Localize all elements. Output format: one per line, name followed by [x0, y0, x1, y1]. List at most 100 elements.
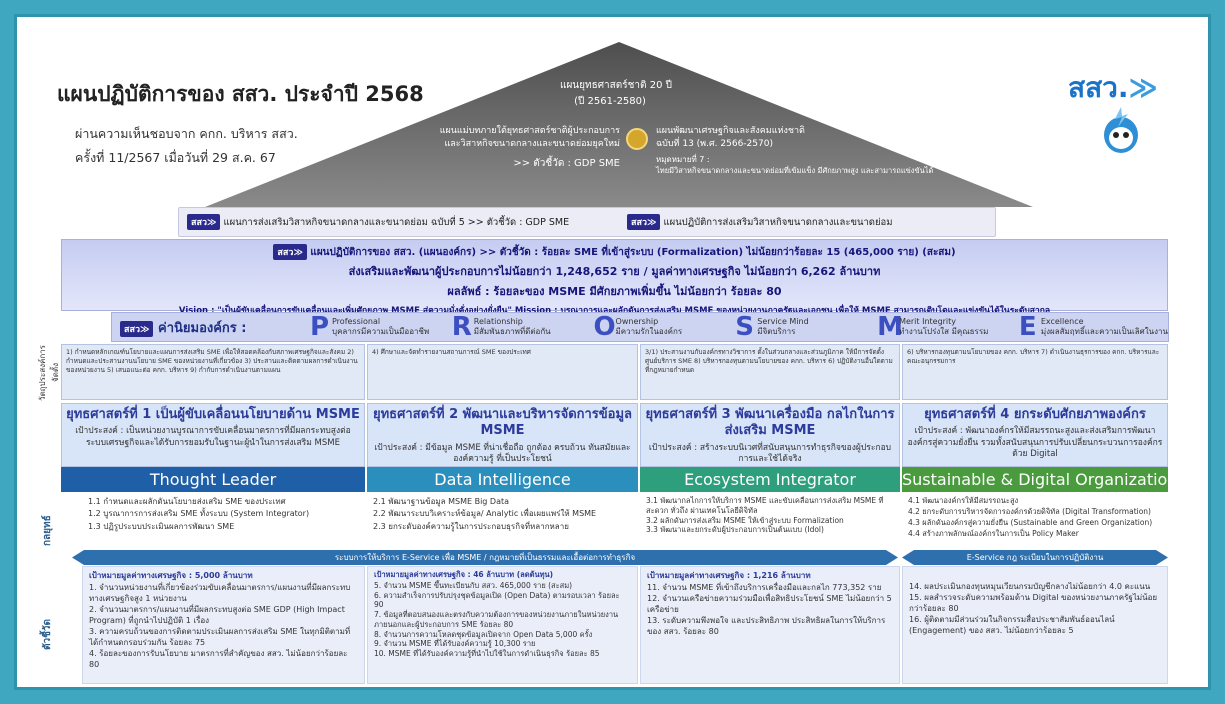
- indicator-target: เป้าหมายมูลค่าทางเศรษฐกิจ : 46 ล้านบาท (…: [374, 570, 554, 579]
- indicator-item: 10. MSME ที่ได้รับองค์ความรู้ที่นำไปใช้ใ…: [374, 649, 600, 658]
- plan-item: 3.2 ผลักดันการส่งเสริม MSME ให้เข้าสู่ระ…: [646, 515, 844, 525]
- beam-right: สสว≫ แผนปฏิบัติการส่งเสริมวิสาหกิจขนาดกล…: [627, 214, 893, 230]
- indicator-item: 8. จำนวนการความโหลดชุดข้อมูลเปิดจาก Open…: [374, 629, 593, 639]
- strategy-purpose: เป้าประสงค์ : เป็นหน่วยงานบูรณาการขับเคล…: [75, 426, 351, 448]
- value-en: Merit Integrity: [899, 317, 957, 327]
- roof-right-1: แผนพัฒนาเศรษฐกิจและสังคมแห่งชาติ: [656, 126, 805, 136]
- strategy-title: ยุทธศาสตร์ที่ 1 เป็นผู้ขับเคลื่อนนโยบายด…: [66, 407, 360, 422]
- value-letter: M: [877, 312, 903, 342]
- value-en: Professional: [332, 317, 381, 327]
- value-en: Relationship: [473, 317, 523, 327]
- indicator-box-4: 14. ผลประเมินกองทุนหมุนเวียนกรมบัญชีกลาง…: [902, 566, 1168, 684]
- plan-list-4: 4.1 พัฒนาองค์กรให้มีสมรรถนะสูง 4.2 ยกระด…: [902, 496, 1168, 548]
- beam-tag-right: สสว≫: [627, 214, 661, 230]
- band-tag: สสว≫: [273, 244, 307, 260]
- indicator-item: 3. ความครบถ้วนของการติดตามประเมินผลการส่…: [89, 627, 351, 648]
- value-th: บุคลากรมีความเป็นมืออาชีพ: [332, 327, 430, 336]
- side-plans: กลยุทธ์: [42, 515, 53, 546]
- value-en: Ownership: [615, 317, 659, 327]
- eservice-arrow-left: ระบบการให้บริการ E-Service เพื่อ MSME / …: [72, 550, 898, 565]
- beam: สสว≫ แผนการส่งเสริมวิสาหกิจขนาดกลางและขน…: [178, 207, 996, 237]
- strategy-3: ยุทธศาสตร์ที่ 3 พัฒนาเครื่องมือ กลไกในกา…: [640, 403, 900, 467]
- value-th: ทำงานโปร่งใส มีคุณธรรม: [899, 327, 989, 336]
- value-letter: E: [1018, 312, 1037, 342]
- beam-right-text: แผนปฏิบัติการส่งเสริมวิสาหกิจขนาดกลางและ…: [663, 217, 893, 228]
- plan-item: 3.1 พัฒนากลไกการให้บริการ MSME และขับเคล…: [646, 496, 884, 515]
- roof-top: แผนยุทธศาสตร์ชาติ 20 ปี (ปี 2561-2580): [560, 78, 672, 110]
- band-line-1: สสว≫ แผนปฏิบัติการของ สสว. (แผนองค์กร) >…: [62, 244, 1167, 260]
- strategy-1: ยุทธศาสตร์ที่ 1 เป็นผู้ขับเคลื่อนนโยบายด…: [61, 403, 365, 467]
- band-line-2: ส่งเสริมและพัฒนาผู้ประกอบการไม่น้อยกว่า …: [348, 265, 881, 278]
- seal-icon: [626, 128, 648, 150]
- roof-left-1: แผนแม่บทภายใต้ยุทธศาสตร์ชาติผู้ประกอบการ: [439, 126, 620, 136]
- indicator-target: เป้าหมายมูลค่าทางเศรษฐกิจ : 1,216 ล้านบา…: [647, 571, 811, 580]
- plan-item: 2.3 ยกระดับองค์ความรู้ในการประกอบธุรกิจท…: [373, 521, 569, 531]
- value-letter: R: [451, 312, 472, 342]
- mascot-icon: [1098, 105, 1144, 157]
- eservice-arrow-right: E-Service กฎ ระเบียบในการปฏิบัติงาน: [902, 550, 1168, 565]
- logo: สสว.≫: [1068, 66, 1158, 110]
- roof-line-1: แผนยุทธศาสตร์ชาติ 20 ปี: [560, 80, 672, 91]
- indicator-box-2: เป้าหมายมูลค่าทางเศรษฐกิจ : 46 ล้านบาท (…: [367, 566, 638, 684]
- beam-left-text: แผนการส่งเสริมวิสาหกิจขนาดกลางและขนาดย่อ…: [223, 217, 570, 228]
- indicator-box-3: เป้าหมายมูลค่าทางเศรษฐกิจ : 1,216 ล้านบา…: [640, 566, 900, 684]
- logo-arrows-icon: ≫: [1128, 71, 1158, 104]
- value-th: มีสัมพันธภาพที่ดีต่อกัน: [473, 327, 551, 336]
- strategy-4: ยุทธศาสตร์ที่ 4 ยกระดับศักยภาพองค์กร เป้…: [902, 403, 1168, 467]
- indicator-item: 9. จำนวน MSME ที่ได้รับองค์ความรู้ 10,30…: [374, 639, 536, 649]
- roof-right-3: หมุดหมายที่ 7 :: [656, 155, 710, 165]
- page-subtitle-1: ผ่านความเห็นชอบจาก คกก. บริหาร สสว.: [75, 126, 298, 141]
- plan-item: 2.2 พัฒนาระบบวิเคราะห์ข้อมูล/ Analytic เ…: [373, 509, 597, 519]
- roof-left: แผนแม่บทภายใต้ยุทธศาสตร์ชาติผู้ประกอบการ…: [400, 125, 620, 172]
- roof-right-2: ฉบับที่ 13 (พ.ศ. 2566-2570): [656, 139, 773, 150]
- indicator-item: 7. ข้อมูลที่ตอบสนองและตรงกับความต้องการข…: [374, 610, 619, 629]
- values-tag: สสว≫: [120, 320, 154, 337]
- plan-item: 2.1 พัฒนาฐานข้อมูล MSME Big Data: [373, 497, 510, 506]
- band-line-1-text: แผนปฏิบัติการของ สสว. (แผนองค์กร) >> ตัว…: [310, 247, 956, 258]
- strategy-header-ecosystem-integrator: Ecosystem Integrator: [640, 467, 900, 492]
- strategy-header-sustainable-digital: Sustainable & Digital Organization: [902, 467, 1177, 492]
- side-objectives: วัตถุประสงค์การจัดตั้ง: [38, 345, 60, 401]
- indicator-item: 12. จำนวนเครือข่ายความร่วมมือเพื่อสิทธิป…: [647, 594, 892, 615]
- value-th: มีความรักในองค์กร: [615, 327, 683, 336]
- indicator-item: 16. ผู้ติดตามมีส่วนร่วมในกิจกรรมสื่อประช…: [909, 615, 1115, 636]
- strategy-title: ยุทธศาสตร์ที่ 2 พัฒนาและบริหารจัดการข้อม…: [372, 407, 633, 439]
- side-indicators: ตัวชี้วัด: [42, 618, 53, 650]
- page-title: แผนปฏิบัติการของ สสว. ประจำปี 2568: [57, 82, 424, 106]
- plan-list-3: 3.1 พัฒนากลไกการให้บริการ MSME และขับเคล…: [640, 496, 900, 548]
- page-subtitle-2: ครั้งที่ 11/2567 เมื่อวันที่ 29 ส.ค. 67: [75, 150, 276, 165]
- value-th: มีจิตบริการ: [757, 327, 796, 336]
- objective-4: 6) บริหารกองทุนตามนโยบายของ คกก. บริหาร …: [902, 344, 1168, 400]
- plan-item: 1.1 กำหนดและผลักดันนโยบายส่งเสริม SME ขอ…: [88, 497, 286, 506]
- objective-2: 4) ศึกษาและจัดทำรายงานสถานการณ์ SME ของป…: [367, 344, 638, 400]
- strategy-header-thought-leader: Thought Leader: [61, 467, 365, 492]
- plan-item: 3.3 พัฒนาและยกระดับผู้ประกอบการเป็นต้นแบ…: [646, 525, 824, 535]
- indicator-item: 1. จำนวนหน่วยงานที่เกี่ยวข้องร่วมขับเคลื…: [89, 583, 351, 604]
- plan-item: 1.2 บูรณาการการส่งเสริม SME ทั้งระบบ (Sy…: [88, 509, 310, 519]
- roof-right-4: ไทยมีวิสาหกิจขนาดกลางและขนาดย่อมที่เข้มแ…: [656, 165, 934, 175]
- roof-line-2: (ปี 2561-2580): [574, 96, 646, 107]
- beam-tag-left: สสว≫: [187, 214, 221, 230]
- strategy-purpose: เป้าประสงค์ : สร้างระบบนิเวศที่สนับสนุนก…: [648, 442, 892, 464]
- band-line-3: ผลลัพธ์ : ร้อยละของ MSME มีศักยภาพเพิ่มข…: [447, 285, 782, 298]
- vision-band: สสว≫ แผนปฏิบัติการของ สสว. (แผนองค์กร) >…: [61, 239, 1168, 316]
- value-letter: S: [735, 312, 755, 342]
- plan-list-1: 1.1 กำหนดและผลักดันนโยบายส่งเสริม SME ขอ…: [82, 496, 365, 548]
- value-letter: O: [593, 312, 616, 342]
- values-label: สสว≫ ค่านิยมองค์กร :: [120, 317, 310, 338]
- value-letter: P: [310, 312, 330, 342]
- roof-right: แผนพัฒนาเศรษฐกิจและสังคมแห่งชาติ ฉบับที่…: [656, 125, 934, 177]
- indicator-item: 4. ร้อยละของการรับนโยบาย มาตรการที่สำคัญ…: [89, 649, 348, 670]
- values-label-text: ค่านิยมองค์กร :: [158, 320, 247, 336]
- indicator-item: 6. ความสำเร็จการปรับปรุงชุดข้อมูลเปิด (O…: [374, 590, 620, 610]
- indicator-item: 14. ผลประเมินกองทุนหมุนเวียนกรมบัญชีกลาง…: [909, 582, 1151, 591]
- beam-left: สสว≫ แผนการส่งเสริมวิสาหกิจขนาดกลางและขน…: [187, 214, 569, 230]
- roof-left-3: >> ตัวชี้วัด : GDP SME: [513, 158, 620, 170]
